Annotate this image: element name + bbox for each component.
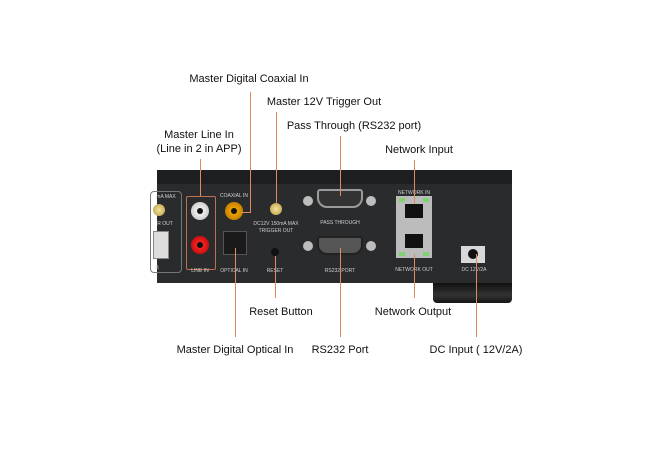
callout-line-network-in [414,160,415,204]
screw [366,196,376,206]
callout-line-coaxial [250,92,251,213]
callout-line-in-subtitle: (Line in 2 in APP) [156,143,242,155]
device-label-pass-through: PASS THROUGH [320,220,360,226]
screw [303,241,313,251]
device-rear-panel [157,170,512,283]
callout-line-network-out [414,254,415,298]
device-label-coaxial-in: COAXIAL IN [220,193,248,199]
dc-jack [461,246,485,263]
device-label-dc: DC 12V/2A [461,267,487,273]
callout-line-reset [275,256,276,298]
callout-rs232-port: RS232 Port [311,344,369,356]
device-foot [433,283,512,303]
callout-reset-button: Reset Button [249,306,313,318]
callout-line-in-title: Master Line In [164,129,234,141]
callout-pass-through: Pass Through (RS232 port) [286,120,422,132]
coaxial-jack [225,202,243,220]
device-label-ma-max: mA MAX [156,194,176,200]
line-in-left-jack [191,202,209,220]
callout-line-line-in [200,159,201,196]
callout-line-pass-through [340,136,341,196]
callout-network-input: Network Input [385,144,453,156]
device-label-trigger-2: TRIGGER OUT [258,228,294,234]
device-label-optical-in: OPTICAL IN [220,268,248,274]
device-top-edge [157,170,512,184]
callout-line-rs232 [340,248,341,337]
network-ports [396,196,432,258]
line-in-right-jack [191,236,209,254]
callout-dc-input: DC Input ( 12V/2A) [429,344,523,356]
trigger-out-jack [270,203,282,215]
device-label-r-out: R OUT [157,221,173,227]
screw [366,241,376,251]
device-label-usb: B [155,265,159,271]
reset-button [271,248,279,256]
device-label-line-in: LINE IN [191,268,209,274]
usb-port [153,231,169,259]
usb-output-block [150,191,182,273]
trigger-jack-left [153,204,165,216]
callout-optical-in: Master Digital Optical In [176,344,294,356]
line-in-highlight-box [186,196,216,270]
optical-port [223,231,247,255]
callout-line-optical [235,248,236,337]
screw [303,196,313,206]
callout-line-trigger [276,112,277,204]
device-label-trigger-1: DC12V 150mA MAX [253,221,299,227]
callout-line-coaxial-h [241,212,251,213]
callout-line-dc [476,254,477,337]
callout-coaxial-in: Master Digital Coaxial In [189,73,309,85]
callout-trigger-out: Master 12V Trigger Out [266,96,382,108]
callout-network-output: Network Output [374,306,452,318]
